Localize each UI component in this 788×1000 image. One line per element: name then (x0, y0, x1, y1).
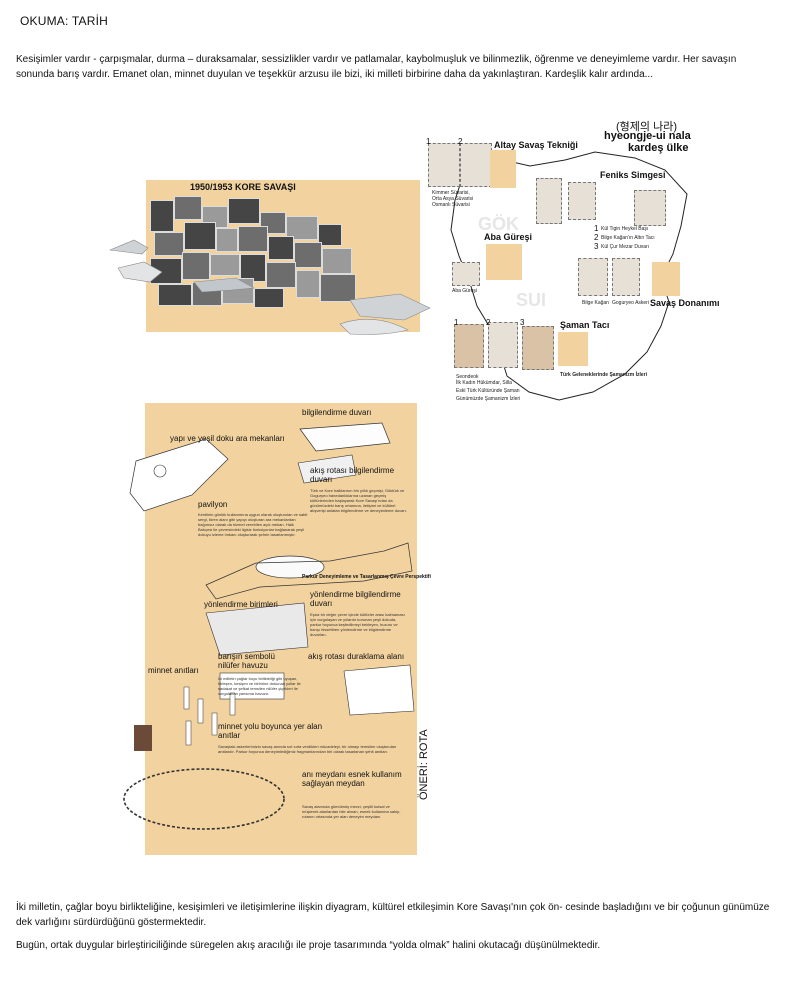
map-subtitle: kardeş ülke (628, 142, 689, 154)
stamp-donanim-2 (612, 258, 640, 296)
feniks-number-1: 1 (594, 224, 599, 233)
altay-note-3: Osmanlı Süvarisi (432, 202, 470, 208)
label-lotus-pool: barışın sembolü nilüfer havuzu (218, 652, 275, 670)
map-korean-title: (형제의 나라) (616, 121, 677, 133)
label-pavilion: pavilyon (198, 500, 228, 509)
altay-number-2: 2 (458, 137, 463, 146)
monument-column-2 (197, 698, 204, 724)
feniks-note-2: Bilge Kağan'ın Altın Tacı (601, 235, 655, 241)
label-green-spaces: yapı ve yeşil doku ara mekanları (170, 434, 285, 443)
guidance-units-sketch (205, 602, 309, 656)
wave-silhouette (339, 318, 409, 335)
animal-silhouette-left (117, 261, 163, 283)
stamp-saman-1 (454, 324, 484, 368)
saman-illustration (558, 332, 588, 366)
feniks-illustration (604, 188, 630, 218)
page-title: OKUMA: TARİH (20, 14, 108, 28)
label-guidance-units: yönlendirme birimleri (204, 600, 278, 609)
memory-plaza-ring (123, 768, 285, 830)
label-perspective: Parkur Deneyimleme ve Tasarlanmış Çevre … (302, 574, 431, 580)
outro-paragraph-2: Bugün, ortak duygular birleştiriciliğind… (16, 940, 601, 951)
brick-block (134, 725, 152, 751)
ship-silhouette (349, 293, 431, 321)
intro-paragraph: Kesişimler vardır - çarpışmalar, durma –… (16, 54, 737, 80)
label-gratitude-path: minnet yolu boyunca yer alan anıtlar (218, 722, 323, 740)
feniks-number-3: 3 (594, 242, 599, 251)
bird-silhouette-left (108, 239, 149, 255)
region-label-sui: SUI (516, 290, 547, 310)
aba-note: Aba Güreşi (452, 288, 478, 294)
monument-column-1 (183, 686, 190, 710)
war-panel-title: 1950/1953 KORE SAVAŞI (190, 182, 296, 192)
stamp-donanim-1 (578, 258, 608, 296)
plane-silhouette (193, 277, 255, 293)
route-sketches (123, 422, 415, 830)
altay-note-2: Orta Asya Süvarisi (432, 196, 474, 202)
info-wall-sketch (299, 422, 391, 452)
altay-note-1: Kimmer Süvarisi, (432, 190, 470, 196)
altay-number-1: 1 (426, 137, 431, 146)
saman-traces-title: Türk Geleneklerinde Şamanizm İzleri (560, 372, 647, 378)
stamp-feniks-crown (568, 182, 596, 220)
flow-wall-sketch (297, 454, 357, 484)
outro-paragraph-1: İki milletin, çağlar boyu birlikteliğine… (16, 902, 770, 928)
saman-number-3: 3 (520, 318, 525, 327)
map-romanized-title: hyeongje-ui nala (604, 130, 691, 142)
aba-illustration (486, 244, 522, 280)
feniks-note-1: Kül Tigin Heykel Başı (601, 226, 649, 232)
feniks-title: Feniks Simgesi (600, 170, 666, 180)
donanim-note-1: Bilge Kağan (582, 300, 609, 306)
monument-column-3 (211, 712, 218, 736)
label-flow-wall: akış rotası bilgilendirme duvarı (310, 466, 395, 484)
saman-number-2: 2 (486, 318, 491, 327)
paragraph-gratitude-path: Savaştaki askerlerimizin savaş anında sı… (218, 744, 397, 754)
stamp-feniks-mask (536, 178, 562, 224)
label-info-wall: bilgilendirme duvarı (302, 408, 372, 417)
saman-title: Şaman Tacı (560, 320, 610, 330)
saman-number-1: 1 (454, 318, 459, 327)
label-gratitude-monuments: minnet anıtları (148, 666, 199, 675)
saman-note-3: Eski Türk Kültüründe Şaman (456, 388, 520, 394)
route-vertical-label: ÖNERİ: ROTA (418, 729, 430, 800)
stamp-saman-3 (522, 326, 554, 370)
monument-column-4 (185, 720, 192, 746)
paragraph-lotus-pool: İki milletin çağlar boyu birlikteliği gi… (218, 676, 301, 696)
altay-title: Altay Savaş Tekniği (494, 140, 578, 150)
region-label-gok: GÖK (478, 214, 520, 234)
saman-note-4: Günümüzde Şamanizm İzleri (456, 396, 521, 402)
stamp-altay-1 (428, 143, 460, 187)
paragraph-guidance-wall: Eşsiz bir değer çevre içinde kültürler a… (310, 612, 405, 637)
war-silhouettes (108, 239, 431, 335)
stamp-saman-2 (488, 322, 518, 368)
rest-area-sketch (343, 664, 415, 716)
path-perspective (205, 542, 413, 600)
feniks-number-2: 2 (594, 233, 599, 242)
paragraph-memory-plaza: Savaş alanında gömülmüş mevzi, çeşitli k… (302, 804, 401, 819)
paragraph-flow-wall: Türk ve Kore halklarının bin yıllık geçm… (310, 488, 407, 513)
stamp-feniks-wall (634, 190, 666, 226)
donanim-note-2: Goguryeo Askeri (612, 300, 649, 306)
label-memory-plaza: anı meydanı esnek kullanım sağlayan meyd… (302, 770, 402, 788)
saman-note-1: Seondeok (456, 374, 479, 380)
donanim-illustration (652, 262, 680, 296)
label-rest-area: akış rotası duraklama alanı (308, 652, 405, 661)
pavilion-sketch (129, 438, 229, 512)
saman-note-2: İlk Kadın Hükümdar, Silla (456, 380, 512, 386)
label-guidance-wall: yönlendirme bilgilendirme duvarı (310, 590, 401, 608)
stamp-aba (452, 262, 480, 286)
aba-title: Aba Güreşi (484, 232, 533, 242)
paragraph-pavilion: Kentlinin günlük kullanımına uygun olara… (198, 512, 308, 537)
monument-column-5 (229, 692, 236, 716)
stamp-altay-2 (460, 143, 492, 187)
altay-illustration (490, 150, 516, 188)
feniks-note-3: Kül Çur Mezar Duvarı (601, 244, 650, 250)
donanim-title: Savaş Donanımı (650, 298, 720, 308)
